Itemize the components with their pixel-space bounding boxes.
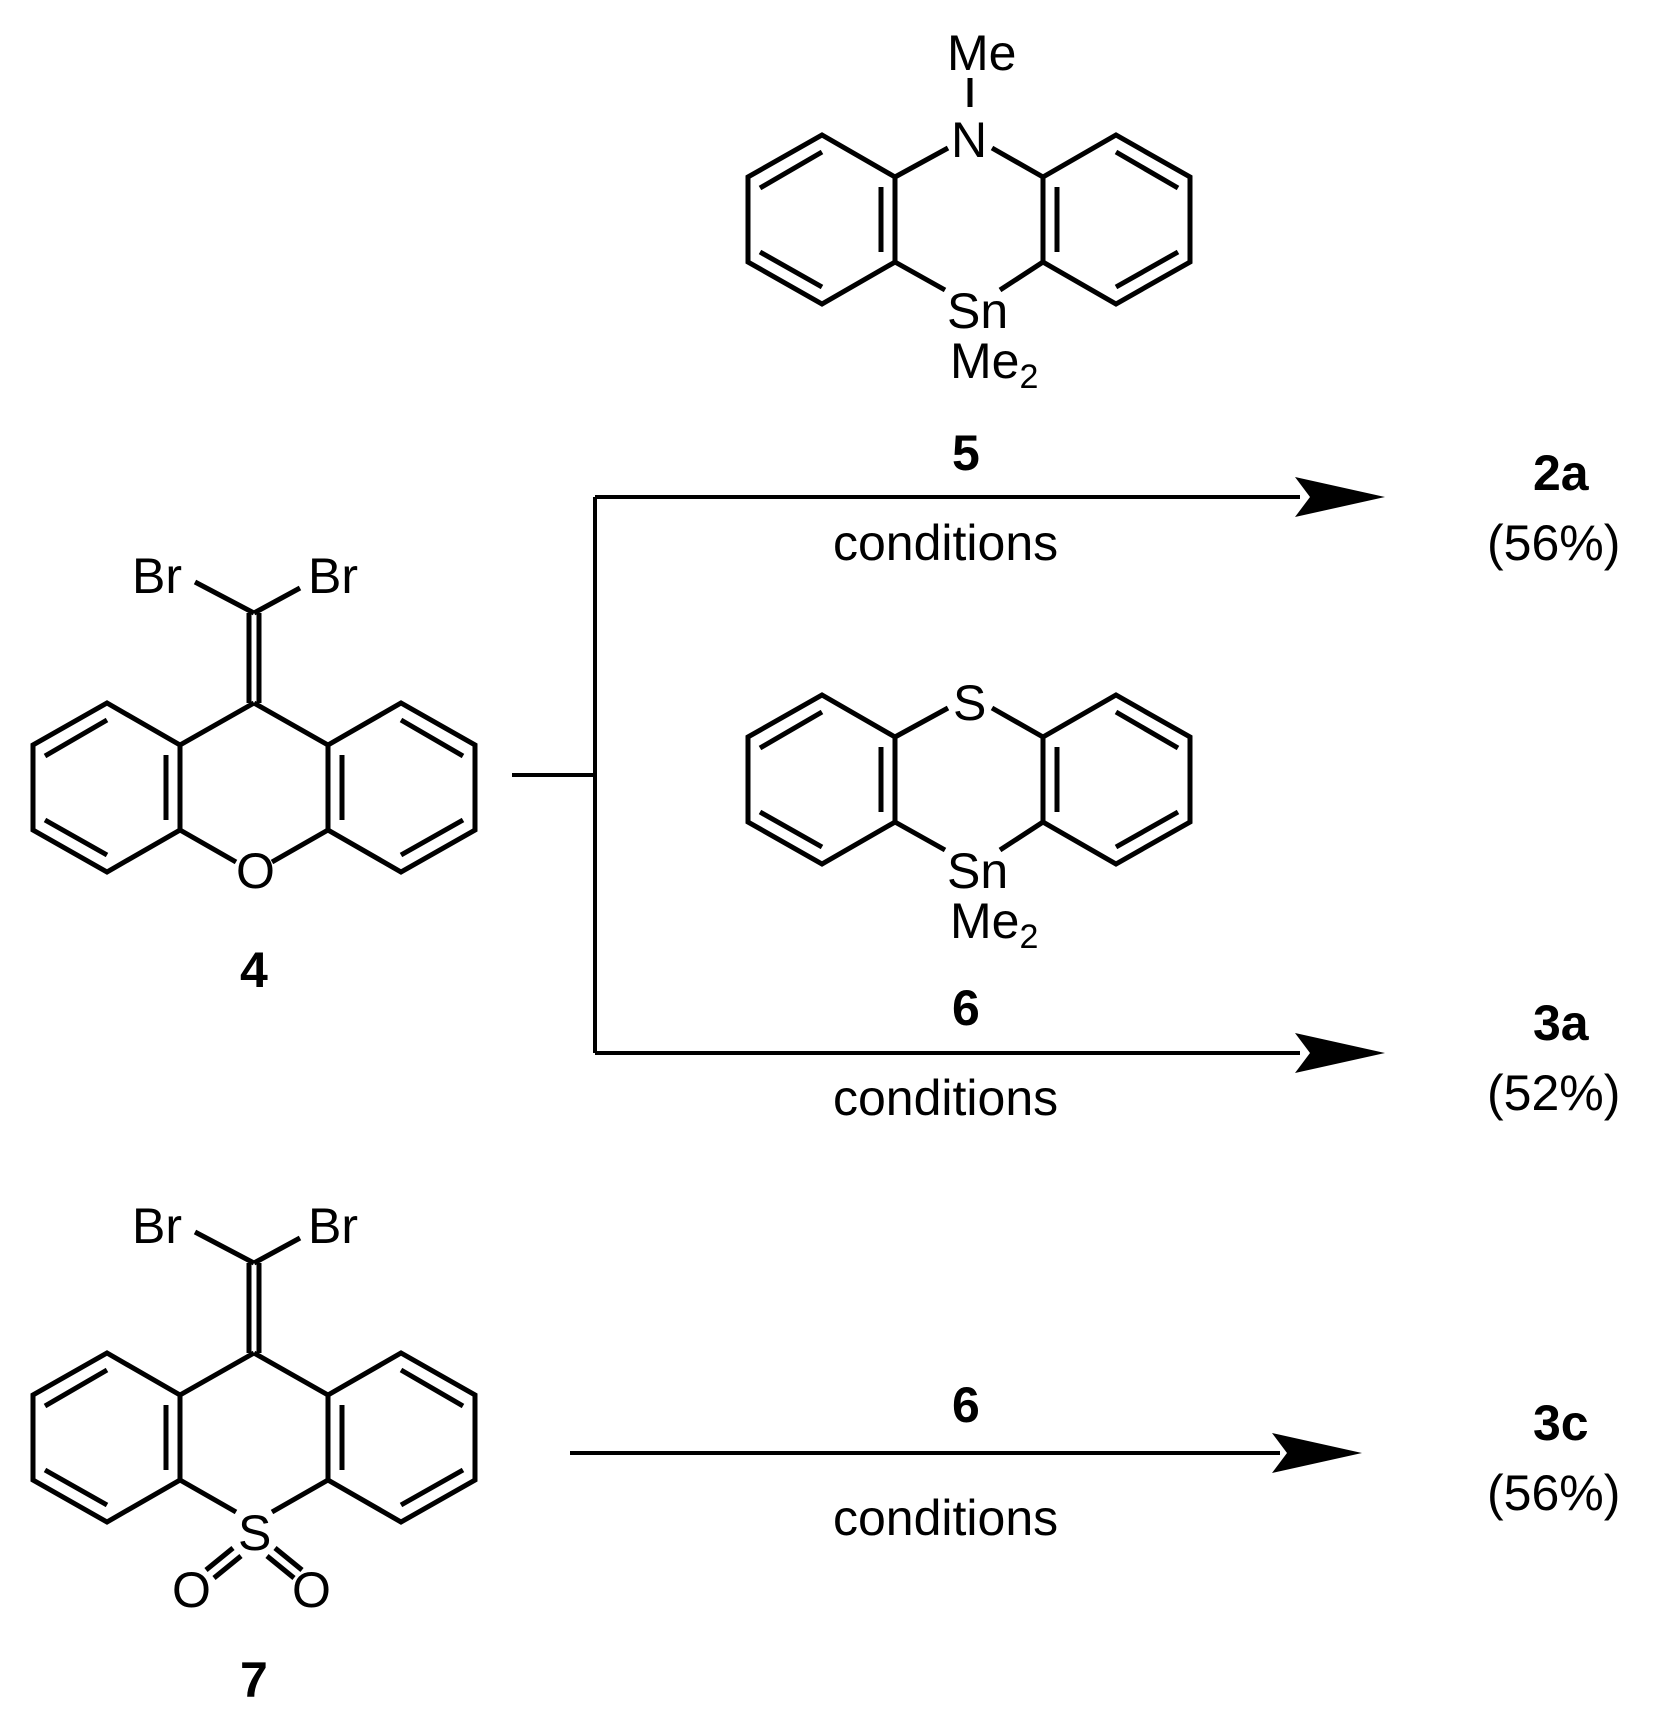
compound-7-bonds <box>30 1229 478 1580</box>
tin-atom: Sn <box>947 283 1008 339</box>
compound-6-bonds <box>745 692 1193 867</box>
yield-text: (52%) <box>1487 1065 1620 1121</box>
product-label-3a: 3a <box>1533 995 1590 1051</box>
reagent-label-6: 6 <box>952 1377 980 1433</box>
dimethyl-group: Me2 <box>950 333 1038 396</box>
compound-label-4: 4 <box>240 942 268 998</box>
subscript-count: 2 <box>1019 918 1038 956</box>
conditions-text: conditions <box>833 1490 1058 1546</box>
sulfur-atom: S <box>238 1505 271 1561</box>
compound-5-bonds <box>745 78 1193 307</box>
arrow-head <box>1295 1033 1385 1073</box>
oxygen-atom: O <box>172 1562 211 1618</box>
product-label-3c: 3c <box>1533 1395 1589 1451</box>
compound-4: Br Br O 4 <box>30 548 478 998</box>
conditions-text: conditions <box>833 1070 1058 1126</box>
reaction-arrow-2 <box>595 1033 1385 1073</box>
reaction-arrow-1 <box>595 477 1385 517</box>
compound-7: Br Br S O O 7 <box>30 1198 478 1708</box>
compound-label-5: 5 <box>952 425 980 481</box>
bromine-atom: Br <box>132 548 182 604</box>
compound-4-bonds <box>30 579 478 875</box>
arrow-head <box>1272 1433 1362 1473</box>
bromine-atom: Br <box>308 548 358 604</box>
reaction-arrow-3 <box>570 1433 1362 1473</box>
branch-connector <box>512 497 597 1053</box>
conditions-text: conditions <box>833 515 1058 571</box>
methyl-text: Me <box>950 893 1019 949</box>
reagent-label-6: 6 <box>952 980 980 1036</box>
subscript-count: 2 <box>1019 358 1038 396</box>
yield-text: (56%) <box>1487 1465 1620 1521</box>
dimethyl-group: Me2 <box>950 893 1038 956</box>
yield-text: (56%) <box>1487 515 1620 571</box>
arrow-head <box>1295 477 1385 517</box>
methyl-text: Me <box>950 333 1019 389</box>
product-label-2a: 2a <box>1533 445 1590 501</box>
oxygen-atom: O <box>292 1562 331 1618</box>
nitrogen-atom: N <box>951 112 987 168</box>
bromine-atom: Br <box>132 1198 182 1254</box>
compound-5: Me N Sn Me2 5 <box>745 25 1193 481</box>
compound-label-7: 7 <box>240 1652 268 1708</box>
compound-6: S Sn Me2 <box>745 675 1193 956</box>
sulfur-atom: S <box>953 675 986 731</box>
tin-atom: Sn <box>947 843 1008 899</box>
methyl-group: Me <box>947 25 1016 81</box>
oxygen-atom: O <box>236 843 275 899</box>
bromine-atom: Br <box>308 1198 358 1254</box>
